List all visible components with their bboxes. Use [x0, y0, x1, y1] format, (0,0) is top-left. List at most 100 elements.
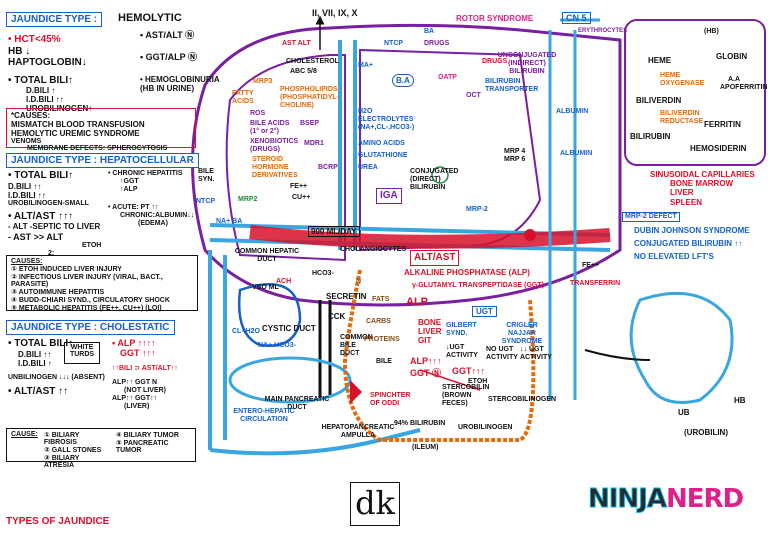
- label-common-hepatic: COMMON HEPATIC DUCT: [234, 248, 300, 264]
- label-biliverdin-reductase: BILIVERDIN REDUCTASE: [660, 110, 704, 126]
- label-oct: OCT: [466, 92, 481, 99]
- label-mrp46: MRP 4 MRP 6: [504, 148, 526, 164]
- label-ntcp: NTCP: [196, 198, 216, 205]
- label-vso: VSO ML: [252, 284, 279, 291]
- label-hb2: HB: [734, 396, 746, 405]
- label-bile-syn: BILE SYN.: [198, 168, 215, 184]
- label-amino: AMINO ACIDS: [358, 140, 405, 147]
- dubin-block: DUBIN JOHNSON SYNDROME CONJUGATED BILIRU…: [634, 226, 750, 262]
- cholestatic-lines: • TOTAL BILI↑ D.BILI ↑↑ I.D.BILI ↑ UNBIL…: [8, 338, 105, 397]
- clotting-factors: II, VII, IX, X: [312, 8, 358, 18]
- label-mrp2-defect: MRP-2 DEFECT: [622, 212, 680, 223]
- label-phospholipids: PHOSPHOLIPIDS (PHOSPHATIDYL-CHOLINE): [280, 86, 339, 110]
- label-unconjugated: UNCONJUGATED (INDIRECT) BILIRUBIN: [497, 52, 557, 76]
- hemolytic-header: JAUNDICE TYPE :: [6, 12, 103, 27]
- label-flow: 900 ML/DAY: [308, 226, 360, 238]
- label-cck: CCK: [328, 312, 346, 321]
- label-bsep: BSEP: [300, 120, 320, 127]
- label-rotor: ROTOR SYNDROME: [456, 14, 534, 23]
- label-erythrocytes: ERYTHROCYTES: [578, 28, 628, 34]
- label-cu: CU++: [292, 194, 311, 201]
- hemolytic-right: • AST/ALT Ⓝ • GGT/ALP Ⓝ • HEMOGLOBINURIA…: [140, 30, 220, 93]
- label-ba-box: B.A: [392, 74, 414, 88]
- label-ub: UB: [678, 408, 690, 417]
- label-common-bile: COMMON BILE DUCT: [340, 334, 373, 358]
- gallbladder: [238, 283, 302, 347]
- alp-sources: BONE LIVER GIT: [418, 318, 442, 346]
- label-ggt-n: GGT Ⓝ: [410, 368, 441, 378]
- ninja-nerd-logo: NINJANERD: [588, 484, 745, 515]
- label-heme: HEME: [648, 56, 672, 65]
- label-urobilin: (UROBILIN): [684, 428, 728, 437]
- label-alp-title: ALKALINE PHOSPHATASE (ALP): [404, 268, 530, 277]
- label-iga: IGA: [376, 188, 402, 204]
- label-ugt: UGT: [472, 306, 497, 318]
- label-transferrin: TRANSFERRIN: [570, 280, 621, 287]
- kidney: [629, 291, 734, 404]
- label-ast-alt: AST ALT: [282, 40, 311, 47]
- label-ros: ROS: [250, 110, 266, 117]
- label-ach: ACH: [276, 278, 292, 285]
- label-conjugated: CONJUGATED (DIRECT) BILIRUBIN: [410, 168, 459, 192]
- label-cholangiocytes: CHOLANGIOCYTES: [340, 246, 407, 253]
- hepatocellular-right: • CHRONIC HEPATITIS ↑GGT ↑ALP • ACUTE: P…: [108, 170, 195, 228]
- label-fats: FATS: [372, 296, 390, 303]
- label-urobilinogen: UROBILINOGEN: [458, 424, 513, 431]
- sinusoidal-block: SINUSOIDAL CAPILLARIES BONE MARROW LIVER…: [650, 170, 755, 207]
- label-ma: MA+: [358, 62, 373, 69]
- label-secretin: SECRETIN: [326, 292, 367, 301]
- label-alp-up: ALP↑↑↑: [410, 356, 442, 366]
- label-alp: ALP: [406, 296, 428, 308]
- cholestatic-causes: CAUSE: ① BILIARY FIBROSIS ② GALL STONES …: [6, 428, 196, 469]
- label-ileum: (ILEUM): [412, 444, 439, 451]
- label-hepatopancreatic: HEPATOPANCREATIC AMPULLA: [321, 424, 395, 440]
- liver-outline-icon: [191, 23, 622, 307]
- label-ugt-act: ↓UGT ACTIVITY: [446, 344, 478, 360]
- dk-logo: dk: [350, 482, 400, 526]
- label-abc: ABC 5/8: [290, 68, 317, 75]
- label-cholesterol: CHOLESTEROL: [286, 58, 339, 65]
- hepatocellular-causes: CAUSES: ① ETOH INDUCED LIVER INJURY ② IN…: [6, 255, 198, 312]
- hemolytic-causes: *CAUSES: MISMATCH BLOOD TRANSFUSION HEMO…: [6, 108, 196, 152]
- hepatocellular-header: JAUNDICE TYPE : HEPATOCELLULAR: [6, 153, 199, 168]
- label-ugt-act2: ↓↓ UGT ACTIVITY: [520, 346, 552, 362]
- label-aa: A.A: [728, 76, 741, 83]
- label-stercobilinogen: STERCOBILINOGEN: [488, 396, 557, 403]
- label-mdr1: MDR1: [304, 140, 324, 147]
- label-gilbert: GILBERT SYND.: [446, 322, 477, 338]
- label-cl-h2o: CL- H2O: [232, 328, 260, 335]
- label-biliverdin: BILIVERDIN: [636, 96, 682, 105]
- label-oatp: OATP: [438, 74, 457, 81]
- cholestatic-header: JAUNDICE TYPE : CHOLESTATIC: [6, 320, 175, 335]
- label-entero: ENTERO-HEPATIC CIRCULATION: [233, 408, 295, 424]
- label-ggt-up: GGT↑↑↑: [452, 366, 485, 376]
- label-mrp2: MRP2: [238, 196, 258, 203]
- label-bile: BILE: [376, 358, 392, 365]
- label-cn5: CN 5: [562, 12, 591, 25]
- duodenum: [342, 269, 536, 442]
- label-albumin: ALBUMIN: [556, 108, 589, 115]
- duct-tube-icon: [338, 40, 357, 250]
- label-mrp3: MRP3: [253, 78, 273, 85]
- circled-n-icon: N: [356, 278, 362, 285]
- label-bilirubin94: 94% BILIRUBIN: [394, 420, 446, 427]
- hemolytic-lines: • HCT<45% HB ↓ HAPTOGLOBIN↓ • TOTAL BILI…: [8, 34, 93, 114]
- label-globin: GLOBIN: [716, 52, 748, 61]
- label-apoferritin: APOFERRITIN: [720, 84, 768, 91]
- hepatocellular-lines: • TOTAL BILI↑ D.BILI ↑↑ I.D.BILI ↑↑ UROB…: [8, 170, 102, 257]
- label-na-ba: NA+ BA: [216, 218, 243, 225]
- label-etoh: ETOH: [468, 378, 488, 385]
- label-ggt-title: γ-GLUTAMYL TRANSPEPTIDASE (GGT): [412, 282, 544, 289]
- label-hemosiderin: HEMOSIDERIN: [690, 144, 747, 153]
- label-glutathione: GLUTATHIONE: [358, 152, 408, 159]
- label-ferritin: FERRITIN: [704, 120, 741, 129]
- label-fatty-acids: FATTY ACIDS: [232, 90, 254, 106]
- label-cystic-duct: CYSTIC DUCT: [262, 324, 316, 333]
- label-main-pancreatic: MAIN PANCREATIC DUCT: [264, 396, 330, 412]
- hemolytic-type: HEMOLYTIC: [118, 12, 182, 24]
- label-stercobilin: STERCOBILIN (BROWN FECES): [442, 384, 490, 408]
- white-turds-box: WHITE TURDS: [64, 342, 100, 364]
- label-urea: UREA: [358, 164, 378, 171]
